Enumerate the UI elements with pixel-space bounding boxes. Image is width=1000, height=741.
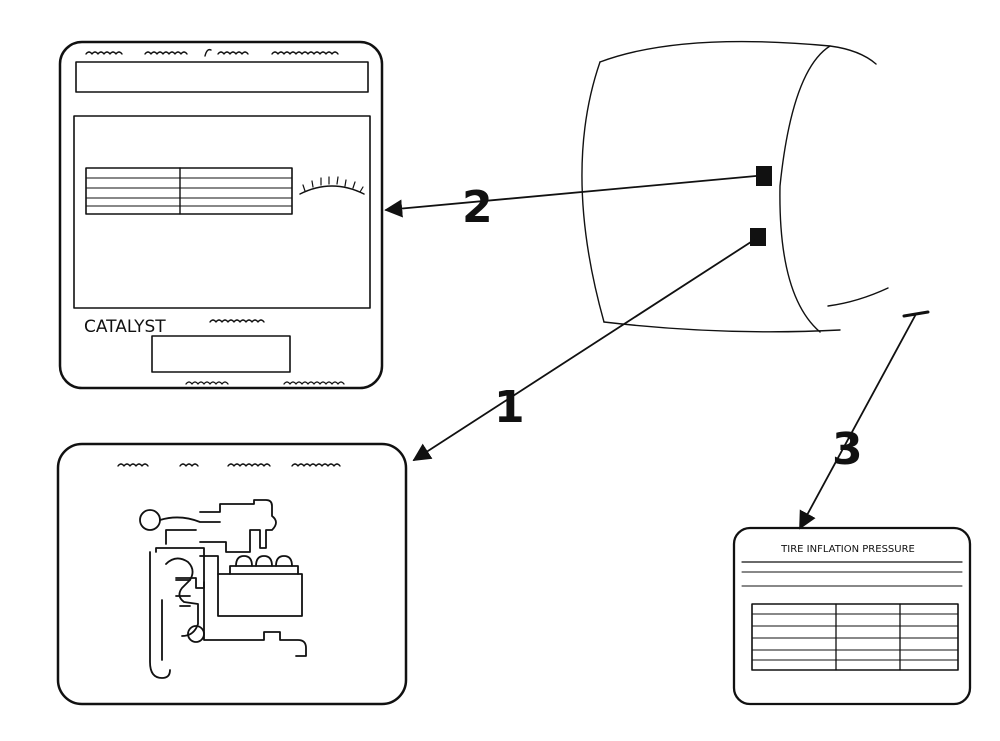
emission-label-catalyst-scribble xyxy=(209,319,265,323)
arrow-1 xyxy=(412,239,755,461)
tire-pressure-label-title: TIRE INFLATION PRESSURE xyxy=(780,544,915,555)
callout-1: 1 xyxy=(494,382,525,433)
emission-label-catalyst-text: CATALYST xyxy=(84,317,166,337)
hood-underside-outline xyxy=(581,40,889,333)
callout-3: 3 xyxy=(832,424,863,475)
emission-label-footer-scribble xyxy=(185,381,345,385)
emission-label-diagram-frame xyxy=(73,115,371,309)
tire-pressure-label-panel: TIRE INFLATION PRESSURE xyxy=(732,526,972,706)
label-2-location-marker xyxy=(756,166,772,186)
emission-label-bottom-box xyxy=(151,335,291,373)
vacuum-hose-label-header-scribble xyxy=(117,463,341,467)
label-1-location-marker xyxy=(750,228,766,246)
vacuum-hose-label-panel xyxy=(56,442,408,706)
emission-label-spec-table xyxy=(85,167,293,215)
engine-vacuum-routing-sketch xyxy=(139,499,307,679)
arrow-2 xyxy=(384,175,757,218)
emission-label-header-box xyxy=(75,61,369,93)
tire-pressure-table xyxy=(751,603,959,671)
emission-label-gauge-icon xyxy=(299,176,365,195)
emission-label-header-scribble xyxy=(85,48,339,57)
emission-label-panel: CATALYST xyxy=(58,40,384,390)
callout-2: 2 xyxy=(462,182,493,233)
arrow-3 xyxy=(799,313,917,530)
